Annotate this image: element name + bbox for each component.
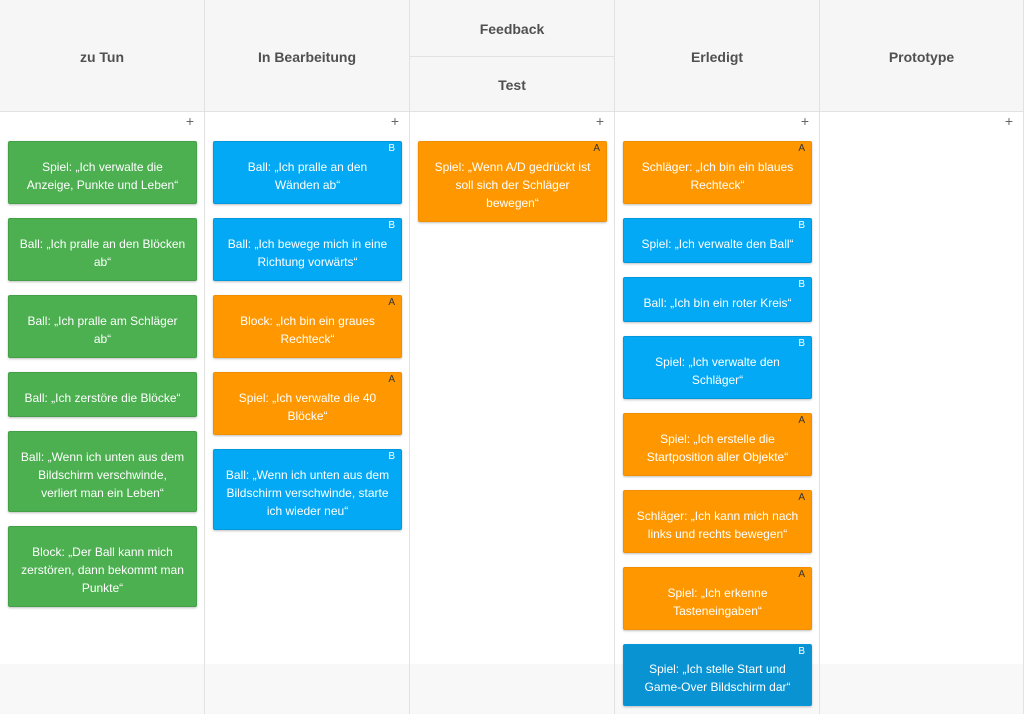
column-footer [410, 664, 614, 714]
card-todo-5[interactable]: Ball: „Wenn ich unten aus dem Bildschirm… [8, 431, 197, 512]
column-title-prototype: Prototype [888, 49, 955, 65]
card-badge: B [388, 143, 395, 154]
card-badge: A [388, 374, 395, 385]
column-header-prototype: Prototype [820, 0, 1024, 112]
card-badge: A [798, 143, 805, 154]
column-subtitle-test: Test [498, 77, 526, 93]
card-text: Ball: „Ich bewege mich in eine Richtung … [227, 236, 388, 269]
card-badge: B [388, 220, 395, 231]
card-badge: A [798, 415, 805, 426]
card-todo-1[interactable]: Spiel: „Ich verwalte die Anzeige, Punkte… [8, 141, 197, 204]
column-header-todo: zu Tun [0, 0, 205, 112]
card-badge: A [798, 569, 805, 580]
card-text: Spiel: „Ich verwalte den Schläger“ [655, 354, 780, 387]
card-badge: B [798, 220, 805, 231]
add-card-button-feedback[interactable]: + [595, 113, 605, 129]
column-prototype: + [820, 112, 1024, 714]
card-done-7[interactable]: A Spiel: „Ich erkenne Tasteneingaben“ [623, 567, 812, 630]
card-feedback-1[interactable]: A Spiel: „Wenn A/D gedrückt ist soll sic… [418, 141, 607, 222]
card-text: Schläger: „Ich kann mich nach links und … [636, 508, 799, 541]
card-text: Ball: „Ich bin ein roter Kreis“ [643, 295, 792, 310]
card-inprogress-1[interactable]: B Ball: „Ich pralle an den Wänden ab“ [213, 141, 402, 204]
column-footer [820, 664, 1023, 714]
card-badge: B [798, 338, 805, 349]
header-divider [410, 56, 614, 57]
card-done-6[interactable]: A Schläger: „Ich kann mich nach links un… [623, 490, 812, 553]
column-footer [205, 664, 409, 714]
add-card-button-prototype[interactable]: + [1004, 113, 1014, 129]
card-inprogress-4[interactable]: A Spiel: „Ich verwalte die 40 Blöcke“ [213, 372, 402, 435]
card-text: Spiel: „Wenn A/D gedrückt ist soll sich … [434, 159, 591, 210]
add-card-button-inprogress[interactable]: + [390, 113, 400, 129]
card-text: Ball: „Ich pralle an den Blöcken ab“ [19, 236, 186, 269]
card-text: Ball: „Wenn ich unten aus dem Bildschirm… [225, 467, 390, 518]
card-done-1[interactable]: A Schläger: „Ich bin ein blaues Rechteck… [623, 141, 812, 204]
card-badge: A [593, 143, 600, 154]
card-inprogress-3[interactable]: A Block: „Ich bin ein graues Rechteck“ [213, 295, 402, 358]
column-title-feedback: Feedback [479, 21, 545, 37]
card-todo-6[interactable]: Block: „Der Ball kann mich zerstören, da… [8, 526, 197, 607]
column-header-feedback: Feedback Test [410, 0, 615, 112]
column-title-todo: zu Tun [79, 49, 125, 65]
card-text: Ball: „Ich zerstöre die Blöcke“ [24, 390, 181, 405]
card-badge: A [388, 297, 395, 308]
card-inprogress-2[interactable]: B Ball: „Ich bewege mich in eine Richtun… [213, 218, 402, 281]
card-text: Ball: „Wenn ich unten aus dem Bildschirm… [20, 449, 185, 500]
card-todo-2[interactable]: Ball: „Ich pralle an den Blöcken ab“ [8, 218, 197, 281]
card-text: Spiel: „Ich erkenne Tasteneingaben“ [667, 585, 768, 618]
card-text: Spiel: „Ich verwalte die 40 Blöcke“ [238, 390, 377, 423]
add-card-button-todo[interactable]: + [185, 113, 195, 129]
card-badge: A [798, 492, 805, 503]
column-header-done: Erledigt [615, 0, 820, 112]
card-badge: B [388, 451, 395, 462]
card-text: Ball: „Ich pralle an den Wänden ab“ [247, 159, 368, 192]
column-title-done: Erledigt [690, 49, 744, 65]
card-text: Spiel: „Ich verwalte den Ball“ [641, 236, 794, 251]
card-done-4[interactable]: B Spiel: „Ich verwalte den Schläger“ [623, 336, 812, 399]
card-done-5[interactable]: A Spiel: „Ich erstelle die Startposition… [623, 413, 812, 476]
add-card-button-done[interactable]: + [800, 113, 810, 129]
card-text: Schläger: „Ich bin ein blaues Rechteck“ [641, 159, 794, 192]
card-text: Block: „Ich bin ein graues Rechteck“ [240, 313, 375, 346]
column-footer [0, 664, 204, 714]
card-text: Block: „Der Ball kann mich zerstören, da… [21, 544, 184, 595]
card-done-2[interactable]: B Spiel: „Ich verwalte den Ball“ [623, 218, 812, 263]
card-badge: B [798, 279, 805, 290]
card-inprogress-5[interactable]: B Ball: „Wenn ich unten aus dem Bildschi… [213, 449, 402, 530]
card-done-8[interactable]: B Spiel: „Ich stelle Start und Game-Over… [623, 644, 812, 706]
card-todo-4[interactable]: Ball: „Ich zerstöre die Blöcke“ [8, 372, 197, 417]
card-todo-3[interactable]: Ball: „Ich pralle am Schläger ab“ [8, 295, 197, 358]
card-done-3[interactable]: B Ball: „Ich bin ein roter Kreis“ [623, 277, 812, 322]
card-badge: B [798, 646, 805, 657]
card-text: Spiel: „Ich stelle Start und Game-Over B… [644, 662, 791, 694]
card-text: Ball: „Ich pralle am Schläger ab“ [27, 313, 178, 346]
column-title-inprogress: In Bearbeitung [257, 49, 356, 65]
column-header-inprogress: In Bearbeitung [205, 0, 410, 112]
card-text: Spiel: „Ich verwalte die Anzeige, Punkte… [26, 159, 179, 192]
card-text: Spiel: „Ich erstelle die Startposition a… [646, 431, 789, 464]
